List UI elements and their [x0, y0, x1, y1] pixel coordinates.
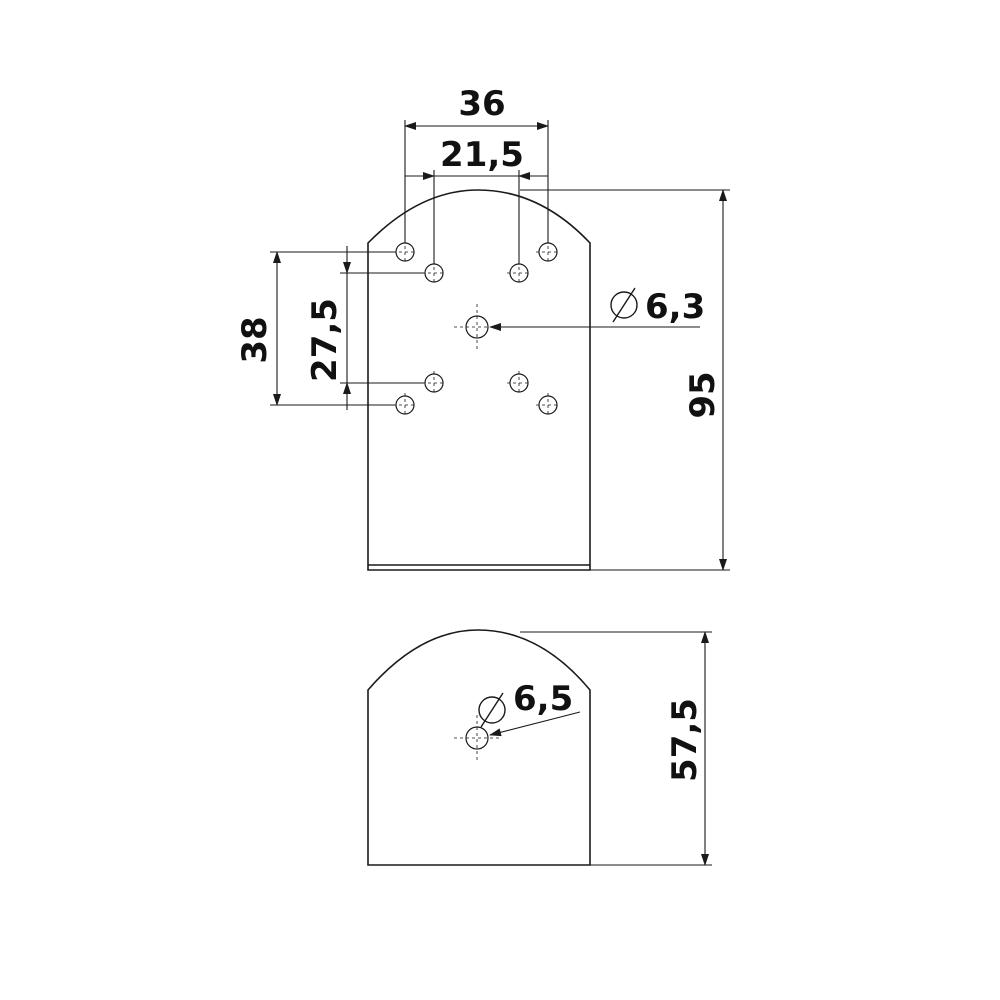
dimension-21-5: 21,5 [405, 135, 548, 264]
diameter-symbol-icon [478, 692, 506, 728]
dim-label-6-3: 6,3 [645, 287, 705, 327]
dimension-36: 36 [404, 84, 549, 243]
front-hole-pattern [393, 240, 560, 417]
side-plate-outline [367, 629, 591, 866]
dimension-38: 38 [235, 251, 395, 406]
dim-label-57-5: 57,5 [665, 698, 705, 782]
front-plate-outline [367, 189, 591, 571]
dimension-95: 95 [520, 189, 730, 571]
dim-label-36: 36 [458, 84, 505, 124]
dimension-diameter-6-3: 6,3 [489, 287, 705, 331]
dimension-diameter-6-5: 6,5 [478, 679, 581, 737]
front-view: 36 21,5 38 27,5 [235, 84, 730, 571]
dim-label-95: 95 [683, 371, 723, 418]
dimension-27-5: 27,5 [305, 246, 424, 410]
diameter-symbol-icon [610, 287, 638, 323]
side-view: 6,5 57,5 [367, 629, 712, 866]
dimension-57-5: 57,5 [520, 631, 712, 866]
dim-label-6-5: 6,5 [513, 679, 573, 719]
dim-label-27-5: 27,5 [305, 298, 345, 382]
dim-label-21-5: 21,5 [440, 135, 524, 175]
dim-label-38: 38 [235, 316, 275, 363]
